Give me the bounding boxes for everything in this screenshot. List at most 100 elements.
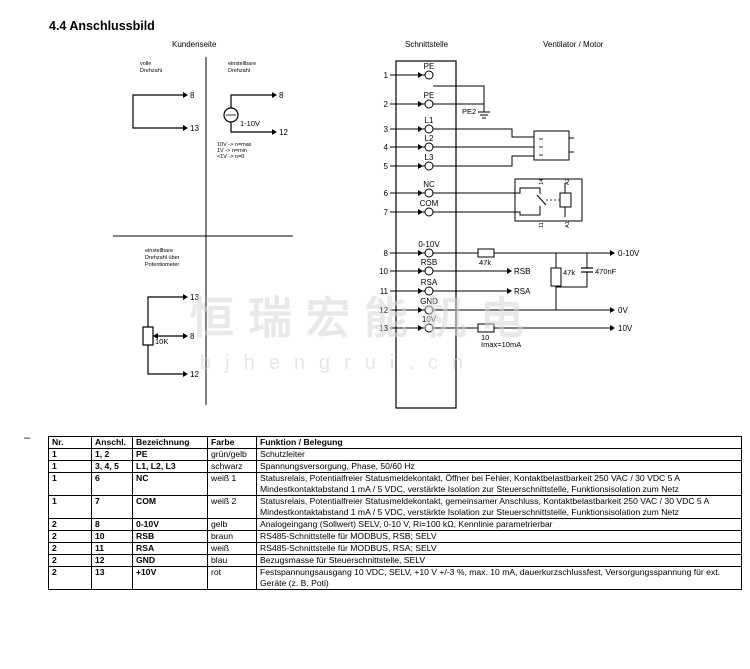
poti-label-1: einstellbare [145, 248, 173, 254]
terminal-5: 5L3 [384, 153, 434, 171]
wiring-diagram: Kundenseite Schnittstelle Ventilator / M… [113, 40, 640, 409]
poti-label-2: Drehzahl über [145, 255, 180, 261]
margin-mark: – [24, 432, 31, 444]
cell-farbe: blau [207, 554, 257, 567]
section-heading: 4.4 Anschlussbild [49, 19, 155, 33]
poti-terminal-8: 8 [190, 332, 195, 341]
terminal-number: 11 [380, 287, 389, 296]
output-0-10v: 0-10V [618, 249, 640, 258]
terminal-number: 4 [384, 143, 389, 152]
cell-nr: 1 [48, 448, 92, 461]
fan-motor-label: Ventilator / Motor [543, 40, 604, 49]
header-anschl: Anschl. [91, 436, 133, 449]
motor-symbol [533, 130, 570, 161]
terminal-label: RSB [421, 258, 437, 267]
watermark-url: bjhengrui.cn [200, 352, 477, 374]
pe2-label: PE2 [462, 107, 476, 116]
imax-label: Imax=10mA [481, 340, 521, 349]
cell-funktion: Schutzleiter [256, 448, 742, 461]
cell-anschl: 6 [91, 472, 133, 496]
cell-nr: 2 [48, 566, 92, 590]
terminal-10: 10 RSB [379, 258, 437, 276]
terminal-13: 13 10V [379, 315, 437, 333]
cell-bezeichnung: PE [132, 448, 208, 461]
terminal-label: L1 [425, 116, 434, 125]
terminal-11: 11 RSA [380, 278, 438, 296]
terminal-number: 8 [384, 249, 389, 258]
header-funktion: Funktion / Belegung [256, 436, 742, 449]
cell-bezeichnung: +10V [132, 566, 208, 590]
potentiometer-symbol [142, 326, 154, 346]
cell-funktion: RS485-Schnittstelle für MODBUS, RSA; SEL… [256, 542, 742, 555]
resistor-47k-2-label: 47k [563, 268, 575, 277]
relay-symbol [514, 178, 583, 222]
cell-nr: 1 [48, 472, 92, 496]
relay-pin-a1: A1 [565, 221, 571, 228]
cell-nr: 2 [48, 542, 92, 555]
terminal-6: 6NC [384, 180, 435, 198]
adjustable-terminal-12: 12 [279, 128, 288, 137]
cell-bezeichnung: NC [132, 472, 208, 496]
cell-bezeichnung: RSA [132, 542, 208, 555]
cell-farbe: rot [207, 566, 257, 590]
terminal-label: PE [424, 91, 435, 100]
cell-farbe: schwarz [207, 460, 257, 473]
pin-table: Nr. Anschl. Bezeichnung Farbe Funktion /… [48, 436, 742, 590]
terminal-8: 8 0-10V [384, 240, 441, 258]
cell-farbe: grün/gelb [207, 448, 257, 461]
adjustable-speed-label-1: einstellbare [228, 61, 256, 67]
cell-anschl: 12 [91, 554, 133, 567]
poti-terminal-13: 13 [190, 293, 199, 302]
full-speed-label-1: volle [140, 61, 151, 67]
cell-funktion: Analogeingang (Sollwert) SELV, 0-10 V, R… [256, 518, 742, 531]
terminal-1: 1PE [384, 62, 435, 80]
speed-note-1: 10V -> n=max [217, 142, 252, 148]
capacitor-label: 470nF [595, 267, 617, 276]
cell-anschl: 7 [91, 495, 133, 519]
resistor-10-label: 10 [481, 333, 489, 342]
cell-funktion: Festspannungsausgang 10 VDC, SELV, +10 V… [256, 566, 742, 590]
terminal-label: COM [420, 199, 439, 208]
relay-pin-14: 14 [539, 179, 545, 185]
output-rsa: RSA [514, 287, 531, 296]
table-header-row: Nr. Anschl. Bezeichnung Farbe Funktion /… [48, 436, 742, 449]
terminal-number: 10 [379, 267, 388, 276]
full-speed-terminal-8: 8 [190, 91, 195, 100]
cell-farbe: weiß 1 [207, 472, 257, 496]
full-speed-wire [132, 94, 183, 129]
interface-label: Schnittstelle [405, 40, 449, 49]
cell-bezeichnung: GND [132, 554, 208, 567]
terminal-label: RSA [421, 278, 438, 287]
voltage-source-label: 1-10V [240, 119, 260, 128]
speed-note-3: <1V -> n=0 [217, 154, 244, 160]
header-nr: Nr. [48, 436, 92, 449]
cell-bezeichnung: COM [132, 495, 208, 519]
cell-nr: 2 [48, 554, 92, 567]
cell-farbe: weiß 2 [207, 495, 257, 519]
relay-pin-a2: A2 [565, 178, 571, 185]
output-0v: 0V [618, 306, 628, 315]
cell-farbe: gelb [207, 518, 257, 531]
cell-bezeichnung: L1, L2, L3 [132, 460, 208, 473]
terminal-number: 13 [379, 324, 388, 333]
terminal-4: 4L2 [384, 134, 434, 152]
resistor-47k-label: 47k [479, 258, 491, 267]
cell-anschl: 13 [91, 566, 133, 590]
cell-farbe: weiß [207, 542, 257, 555]
header-farbe: Farbe [207, 436, 257, 449]
terminal-number: 7 [384, 208, 389, 217]
terminal-label: 10V [422, 315, 437, 324]
cell-bezeichnung: 0-10V [132, 518, 208, 531]
terminal-number: 2 [384, 100, 389, 109]
cell-funktion: Statusrelais, Potentialfreier Statusmeld… [256, 495, 742, 519]
terminal-number: 5 [384, 162, 389, 171]
terminal-label: 0-10V [418, 240, 440, 249]
cell-anschl: 3, 4, 5 [91, 460, 133, 473]
cell-anschl: 11 [91, 542, 133, 555]
cell-nr: 2 [48, 518, 92, 531]
